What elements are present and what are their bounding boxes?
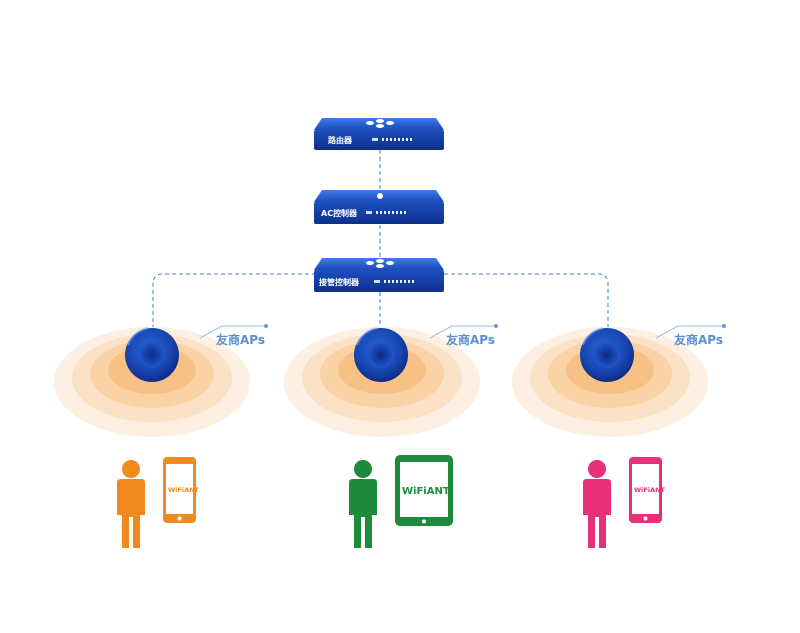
access-controller-label: 接管控制器 [319, 277, 360, 287]
ac-controller-label: AC控制器 [321, 208, 358, 218]
phone-icon: WiFiANT [629, 457, 666, 523]
ap-3-label: 友商APs [673, 332, 723, 347]
access-controller-device: 接管控制器 [314, 258, 444, 292]
ac-controller-device: AC控制器 [314, 190, 444, 224]
ap-1: 友商APs [54, 324, 268, 437]
ac-controller-port-icon [377, 193, 383, 199]
ap-3: 友商APs [512, 324, 726, 437]
client-3: WiFiANT [583, 457, 666, 548]
client-1: WiFiANT [117, 457, 200, 548]
person-icon [117, 460, 145, 548]
wifiant-logo: WiFiANT [634, 486, 666, 494]
link-controller-ap3 [444, 273, 609, 330]
phone-icon: WiFiANT [163, 457, 200, 523]
links [152, 150, 609, 338]
link-controller-ap1 [152, 273, 316, 338]
router-device: 路由器 [314, 118, 444, 150]
router-label: 路由器 [328, 135, 353, 145]
ap-2: 友商APs [284, 324, 498, 437]
wifiant-logo: WiFiANT [168, 486, 200, 494]
access-controller-icon [366, 259, 394, 268]
router-icon [366, 119, 394, 128]
ap-1-label: 友商APs [215, 332, 265, 347]
ap-2-label: 友商APs [445, 332, 495, 347]
person-icon [583, 460, 611, 548]
wifiant-logo: WiFiANT [402, 486, 450, 497]
person-icon [349, 460, 377, 548]
client-2: WiFiANT [349, 455, 453, 548]
tablet-icon: WiFiANT [395, 455, 453, 526]
